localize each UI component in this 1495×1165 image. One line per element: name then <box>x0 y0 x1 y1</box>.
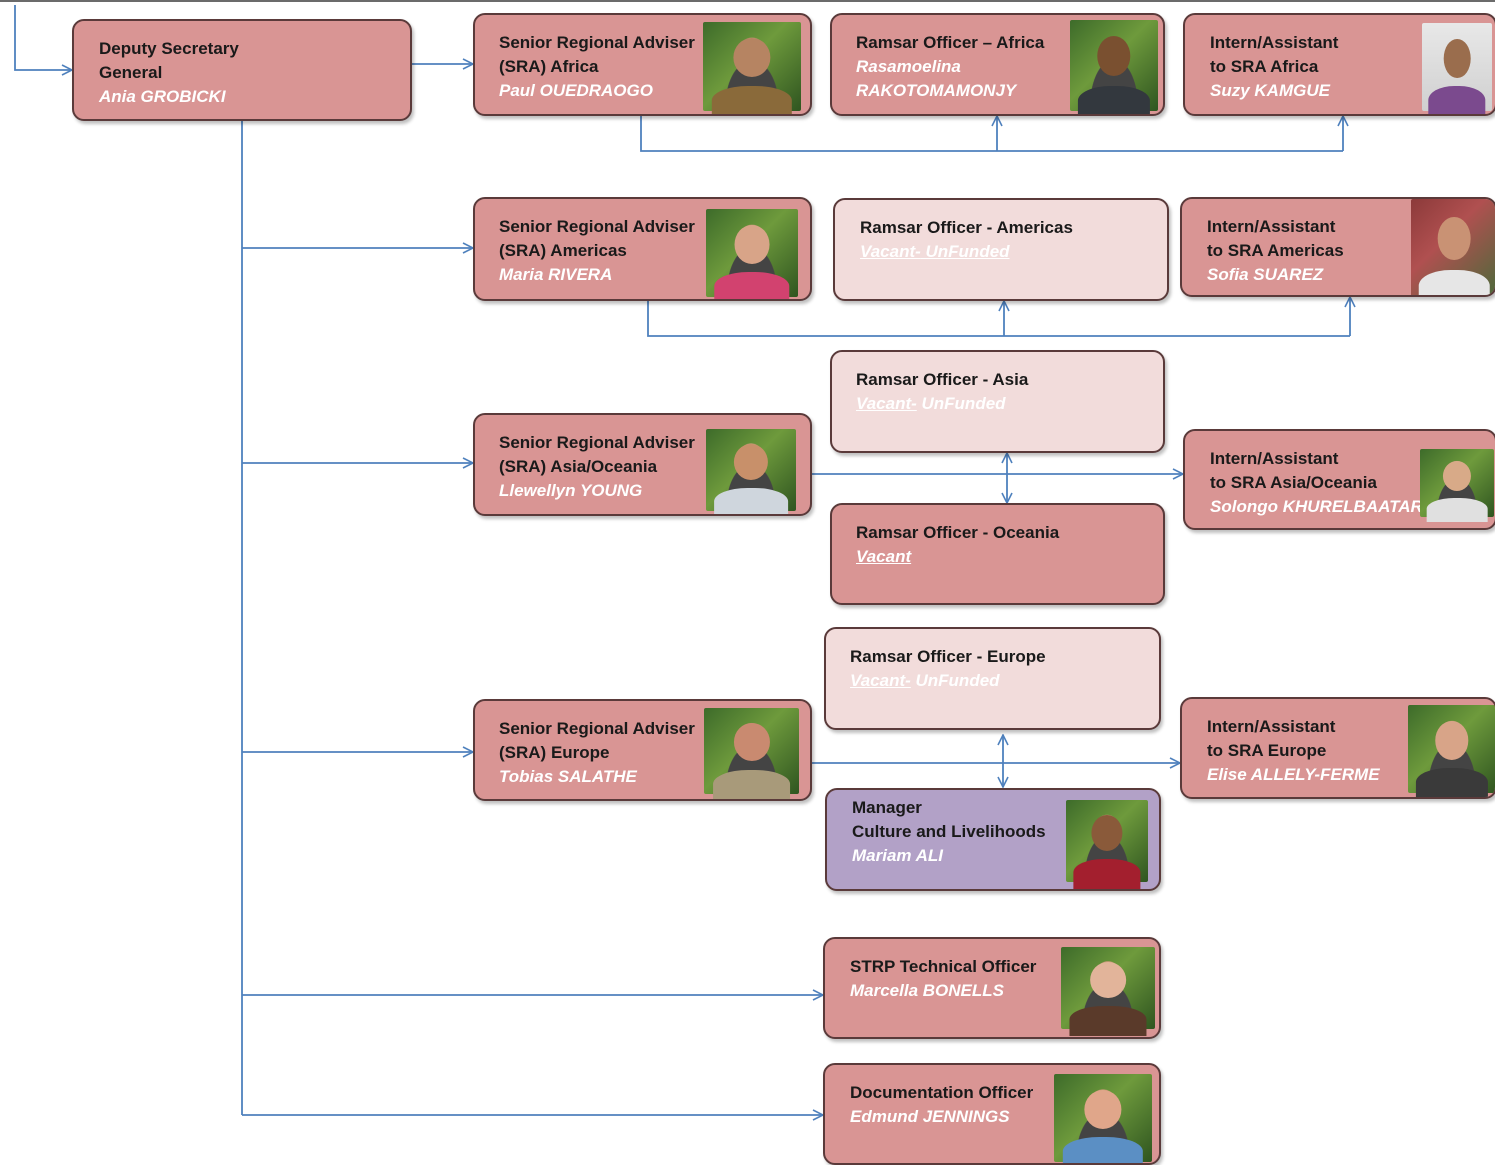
sra-europe-title-line2: (SRA) Europe <box>499 743 610 762</box>
documentation-name: Edmund JENNINGS <box>850 1107 1010 1126</box>
sra-asia-title-line2: (SRA) Asia/Oceania <box>499 457 658 476</box>
ro-asia-unfunded-label: UnFunded <box>916 394 1006 413</box>
top-border-line <box>0 0 1495 2</box>
intern-americas-title-line2: to SRA Americas <box>1207 241 1344 260</box>
photo-rasamoelina-rakotomamonjy <box>1070 20 1158 114</box>
manager-title-line2: Culture and Livelihoods <box>852 822 1046 841</box>
box-ramsar-officer-americas: Ramsar Officer - Americas Vacant- UnFund… <box>833 198 1169 301</box>
photo-mariam-ali <box>1066 800 1148 889</box>
intern-africa-title-line2: to SRA Africa <box>1210 57 1319 76</box>
ro-europe-vacant: Vacant- UnFunded <box>850 669 1046 693</box>
ro-europe-unfunded-label: UnFunded <box>910 671 1000 690</box>
strp-title: STRP Technical Officer <box>850 957 1037 976</box>
documentation-title: Documentation Officer <box>850 1083 1034 1102</box>
box-intern-europe: Intern/Assistant to SRA Europe Elise ALL… <box>1180 697 1495 799</box>
intern-americas-title-line1: Intern/Assistant <box>1207 217 1336 236</box>
box-sra-europe: Senior Regional Adviser (SRA) Europe Tob… <box>473 699 812 801</box>
box-manager-culture-livelihoods: Manager Culture and Livelihoods Mariam A… <box>825 788 1161 891</box>
ro-americas-unfunded-label: UnFunded <box>920 242 1010 261</box>
sra-europe-title-line1: Senior Regional Adviser <box>499 719 695 738</box>
ro-americas-vacant: Vacant- UnFunded <box>860 240 1073 264</box>
ro-oceania-title: Ramsar Officer - Oceania <box>856 523 1060 542</box>
ro-americas-title: Ramsar Officer - Americas <box>860 218 1073 237</box>
photo-maria-rivera <box>706 209 798 299</box>
photo-marcella-bonells <box>1061 947 1155 1036</box>
intern-africa-title-line1: Intern/Assistant <box>1210 33 1339 52</box>
ro-americas-vacant-label: Vacant- <box>860 242 921 261</box>
sra-africa-name: Paul OUEDRAOGO <box>499 81 653 100</box>
ro-asia-title: Ramsar Officer - Asia <box>856 370 1029 389</box>
connector-americas-bus <box>647 301 1350 337</box>
manager-name: Mariam ALI <box>852 846 944 865</box>
ro-asia-vacant-label: Vacant- <box>856 394 917 413</box>
ro-oceania-vacant: Vacant <box>856 547 912 566</box>
strp-name: Marcella BONELLS <box>850 981 1004 1000</box>
sra-africa-title-line1: Senior Regional Adviser <box>499 33 695 52</box>
sra-americas-name: Maria RIVERA <box>499 265 613 284</box>
box-documentation-officer: Documentation Officer Edmund JENNINGS <box>823 1063 1161 1165</box>
intern-europe-title-line2: to SRA Europe <box>1207 741 1327 760</box>
box-sra-asia-oceania: Senior Regional Adviser (SRA) Asia/Ocean… <box>473 413 812 516</box>
photo-elise-allely-ferme <box>1408 705 1495 797</box>
box-intern-asia-oceania: Intern/Assistant to SRA Asia/Oceania Sol… <box>1183 429 1495 530</box>
sra-asia-name: Llewellyn YOUNG <box>499 481 643 500</box>
connector-africa-bus <box>640 116 1343 152</box>
box-sra-americas: Senior Regional Adviser (SRA) Americas M… <box>473 197 812 301</box>
manager-title-line1: Manager <box>852 798 922 817</box>
box-intern-africa: Intern/Assistant to SRA Africa Suzy KAMG… <box>1183 13 1495 116</box>
box-sra-africa: Senior Regional Adviser (SRA) Africa Pau… <box>473 13 812 116</box>
deputy-title-line1: Deputy Secretary <box>99 39 239 58</box>
deputy-name: Ania GROBICKI <box>99 87 226 106</box>
photo-sofia-suarez <box>1411 199 1495 295</box>
intern-asia-title-line2: to SRA Asia/Oceania <box>1210 473 1377 492</box>
sra-europe-name: Tobias SALATHE <box>499 767 637 786</box>
sra-africa-title-line2: (SRA) Africa <box>499 57 599 76</box>
connector-top-to-deputy <box>14 5 72 70</box>
sra-asia-title-line1: Senior Regional Adviser <box>499 433 695 452</box>
intern-americas-name: Sofia SUAREZ <box>1207 265 1324 284</box>
box-ramsar-officer-africa: Ramsar Officer – Africa Rasamoelina RAKO… <box>830 13 1165 116</box>
photo-edmund-jennings <box>1054 1074 1152 1163</box>
ro-europe-title: Ramsar Officer - Europe <box>850 647 1046 666</box>
box-intern-americas: Intern/Assistant to SRA Americas Sofia S… <box>1180 197 1495 297</box>
deputy-title-line2: General <box>99 63 163 82</box>
box-strp-technical-officer: STRP Technical Officer Marcella BONELLS <box>823 937 1161 1039</box>
ro-asia-vacant: Vacant- UnFunded <box>856 392 1028 416</box>
photo-tobias-salathe <box>704 708 799 799</box>
ro-africa-title: Ramsar Officer – Africa <box>856 33 1045 52</box>
photo-llewellyn-young <box>706 429 796 514</box>
intern-europe-title-line1: Intern/Assistant <box>1207 717 1336 736</box>
sra-americas-title-line2: (SRA) Americas <box>499 241 627 260</box>
intern-africa-name: Suzy KAMGUE <box>1210 81 1330 100</box>
intern-asia-name: Solongo KHURELBAATAR <box>1210 497 1423 516</box>
sra-americas-title-line1: Senior Regional Adviser <box>499 217 695 236</box>
box-ramsar-officer-oceania: Ramsar Officer - Oceania Vacant <box>830 503 1165 605</box>
intern-europe-name: Elise ALLELY-FERME <box>1207 765 1380 784</box>
box-ramsar-officer-asia: Ramsar Officer - Asia Vacant- UnFunded <box>830 350 1165 453</box>
photo-suzy-kamgue <box>1422 23 1492 114</box>
box-ramsar-officer-europe: Ramsar Officer - Europe Vacant- UnFunded <box>824 627 1161 730</box>
box-deputy-secretary-general: Deputy Secretary General Ania GROBICKI <box>72 19 412 121</box>
intern-asia-title-line1: Intern/Assistant <box>1210 449 1339 468</box>
ro-europe-vacant-label: Vacant- <box>850 671 911 690</box>
ro-africa-name-line2: RAKOTOMAMONJY <box>856 81 1017 100</box>
photo-paul-ouedraogo <box>703 22 801 114</box>
ro-africa-name-line1: Rasamoelina <box>856 57 961 76</box>
photo-solongo-khurelbaatar <box>1420 449 1494 523</box>
